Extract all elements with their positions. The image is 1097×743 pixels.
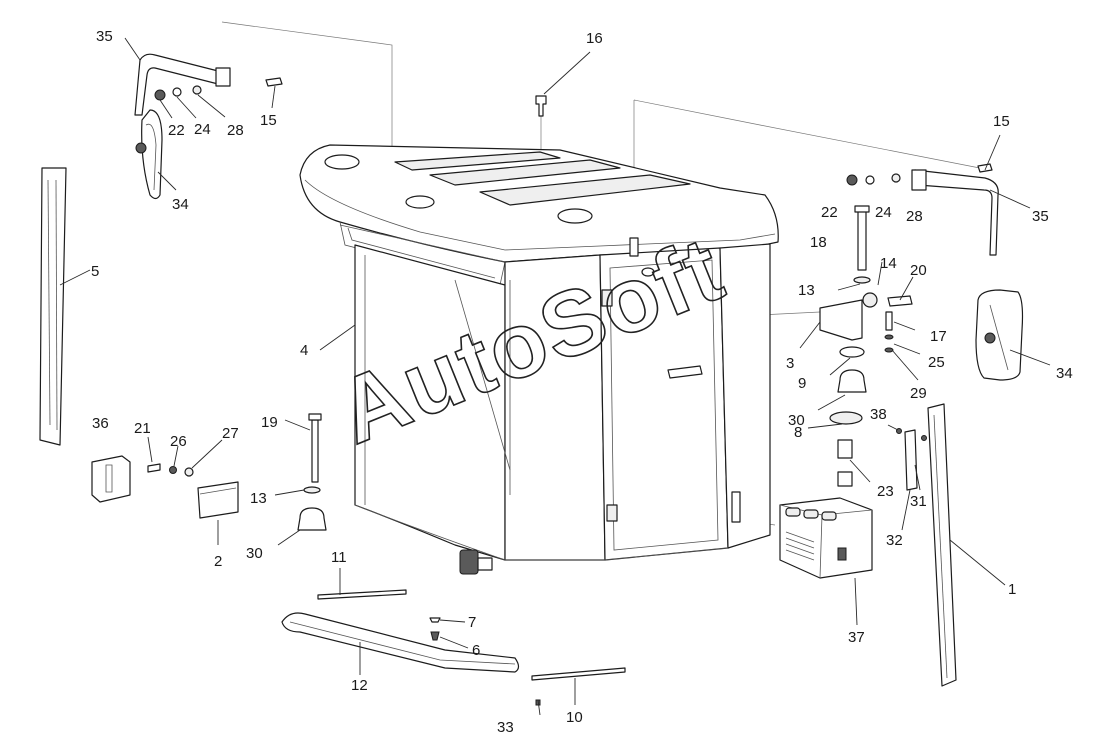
callout-5: 5: [91, 263, 99, 280]
callout-30-right: 30: [788, 412, 805, 429]
callout-28-left: 28: [227, 122, 244, 139]
callout-24-left: 24: [194, 121, 211, 138]
callout-16: 16: [586, 30, 603, 47]
callout-34-left: 34: [172, 196, 189, 213]
callout-2: 2: [214, 553, 222, 570]
part-1-post: [927, 403, 1006, 687]
callout-17: 17: [930, 328, 947, 345]
part-4-leader: [319, 324, 356, 351]
callout-35-right: 35: [1032, 208, 1049, 225]
callout-31: 31: [910, 493, 927, 510]
callout-28-right: 28: [906, 208, 923, 225]
callout-26: 26: [170, 433, 187, 450]
callout-22-right: 22: [821, 204, 838, 221]
callout-30-left: 30: [246, 545, 263, 562]
lower-strips: [281, 568, 626, 716]
callout-6: 6: [472, 642, 480, 659]
callout-32: 32: [886, 532, 903, 549]
callout-15-left: 15: [260, 112, 277, 129]
callout-8: 8: [794, 424, 802, 441]
callout-33: 33: [497, 719, 514, 736]
callout-14: 14: [880, 255, 897, 272]
right-mirror-assembly: [846, 134, 1051, 381]
part-16-bolt: [535, 51, 591, 117]
left-lower-parts: [91, 413, 327, 546]
mount-bracket-stack: [799, 205, 927, 531]
callout-1: 1: [1008, 581, 1016, 598]
callout-3: 3: [786, 355, 794, 372]
callout-23: 23: [877, 483, 894, 500]
callout-4: 4: [300, 342, 308, 359]
callout-19: 19: [261, 414, 278, 431]
callout-24-right: 24: [875, 204, 892, 221]
callout-29: 29: [910, 385, 927, 402]
callout-labels: 1 2 3 4 5 6 7 8 9 10 11 12 13 13 14 15 1…: [91, 28, 1073, 736]
callout-38: 38: [870, 406, 887, 423]
part-37-heater: [779, 497, 873, 626]
callout-7: 7: [468, 614, 476, 631]
callout-35-left: 35: [96, 28, 113, 45]
callout-12: 12: [351, 677, 368, 694]
callout-36: 36: [92, 415, 109, 432]
callout-10: 10: [566, 709, 583, 726]
callout-20: 20: [910, 262, 927, 279]
callout-15-right: 15: [993, 113, 1010, 130]
left-mirror-assembly: [124, 37, 283, 200]
callout-9: 9: [798, 375, 806, 392]
callout-22-left: 22: [168, 122, 185, 139]
callout-13-right: 13: [798, 282, 815, 299]
callout-27: 27: [222, 425, 239, 442]
callout-34-right: 34: [1056, 365, 1073, 382]
cab-body: [299, 144, 779, 575]
part-5-strip: [39, 167, 91, 446]
callout-37: 37: [848, 629, 865, 646]
callout-21: 21: [134, 420, 151, 437]
callout-18: 18: [810, 234, 827, 251]
callout-25: 25: [928, 354, 945, 371]
callout-13-left: 13: [250, 490, 267, 507]
callout-11: 11: [331, 549, 347, 566]
